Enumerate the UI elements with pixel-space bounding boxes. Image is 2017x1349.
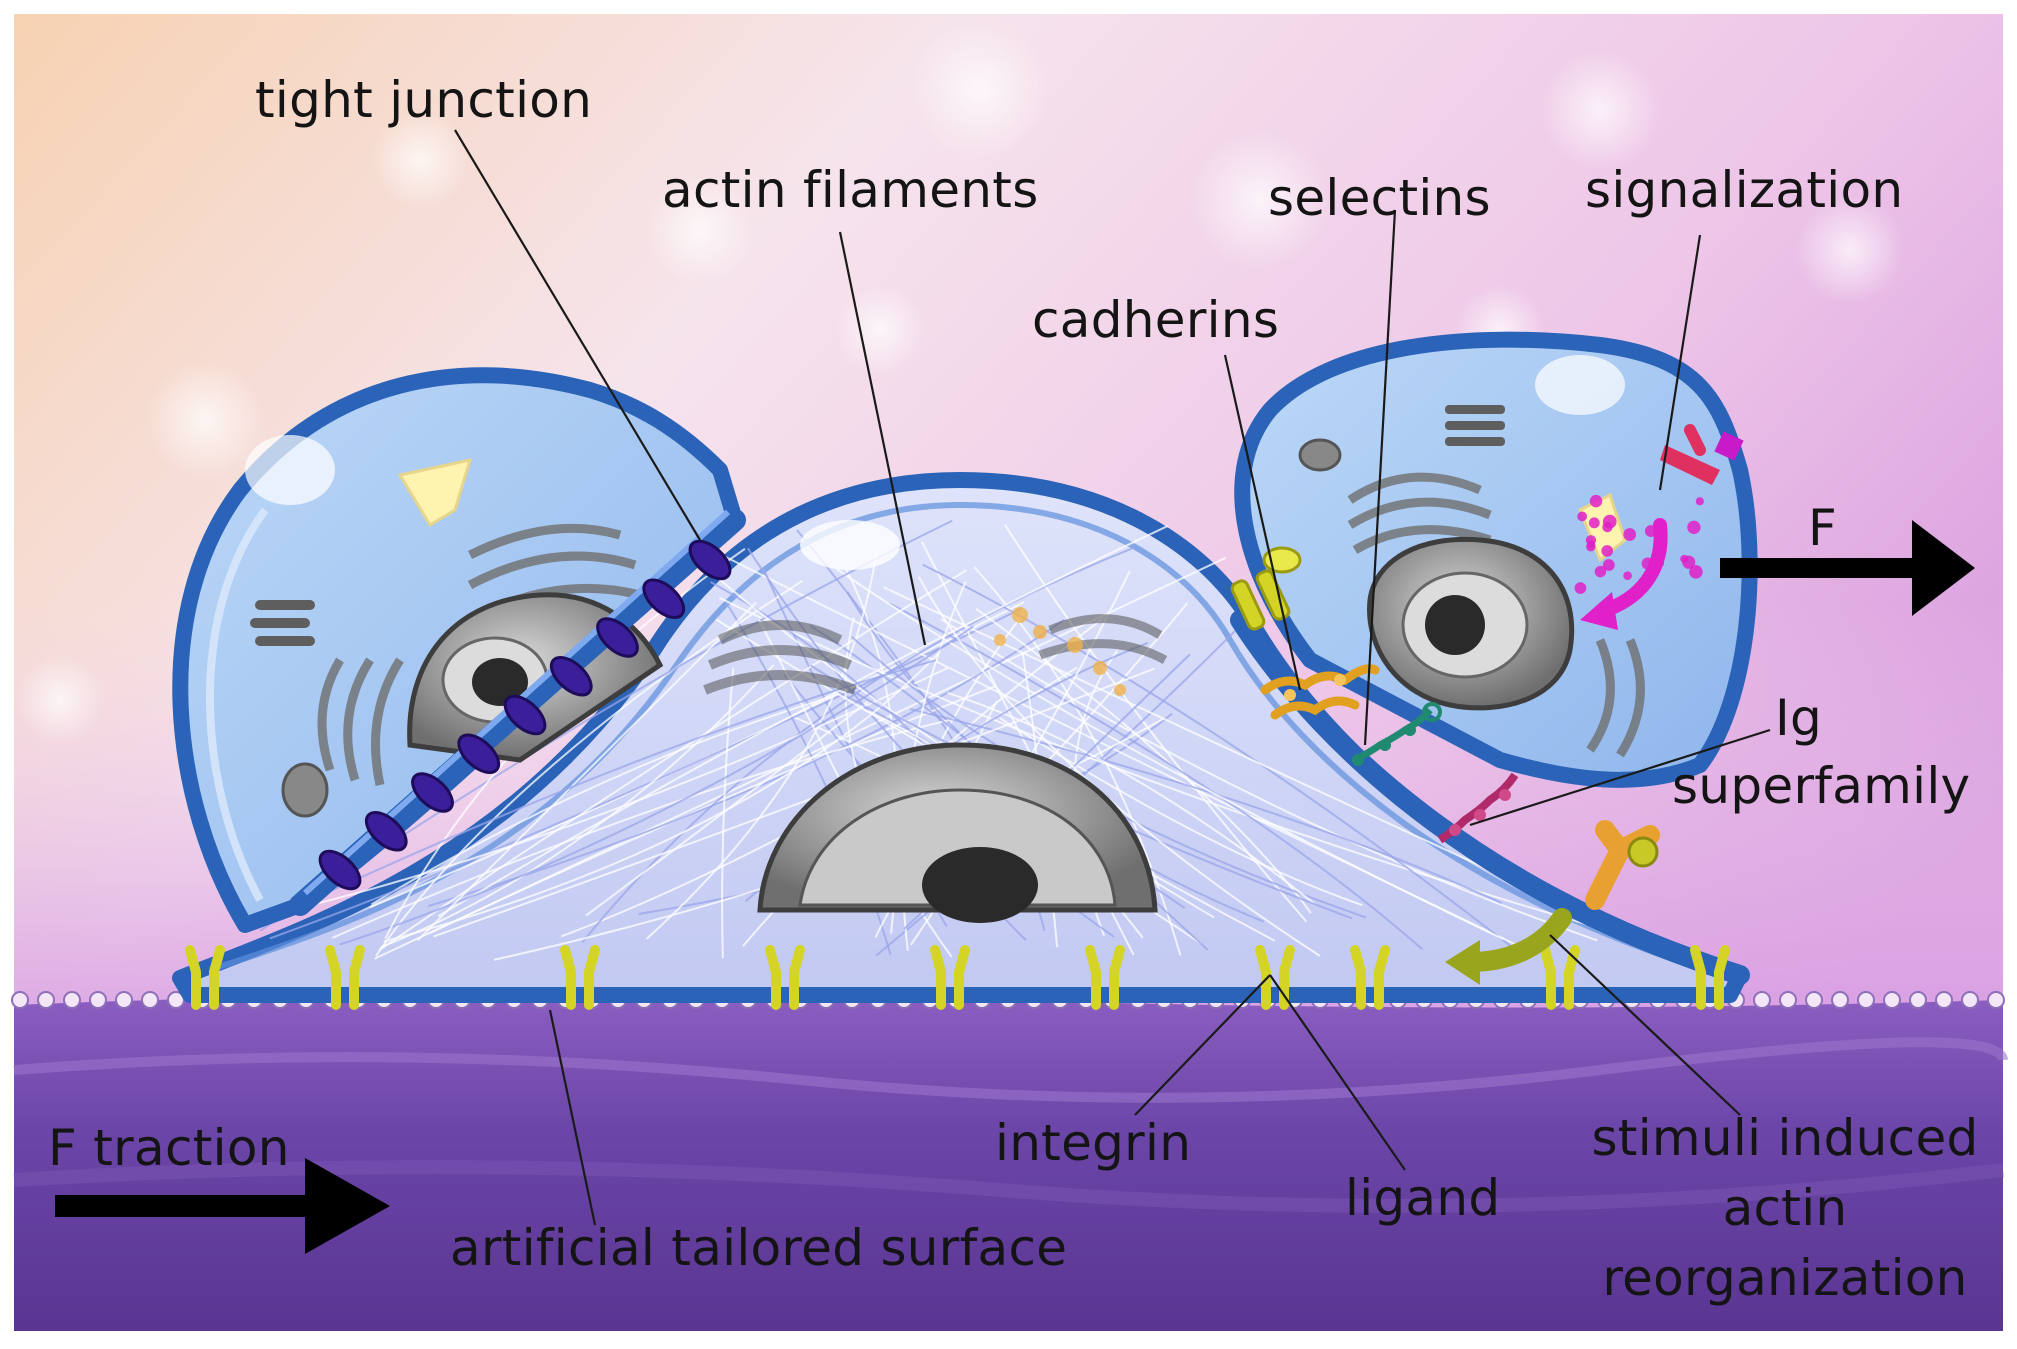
- spread-cell: [172, 472, 1748, 1003]
- golgi-stacks: [703, 614, 1168, 695]
- cadherins: [1260, 664, 1380, 720]
- leader-lines: [454, 129, 1771, 1226]
- integrins: [185, 945, 1730, 1010]
- stimulus-receptor: [1585, 820, 1660, 910]
- golgi-right: [1347, 472, 1645, 758]
- label-surface: artificial tailored surface: [450, 1219, 1068, 1277]
- label-stimuli-2: actin: [1722, 1179, 1848, 1237]
- selectins: [1352, 702, 1442, 766]
- force-arrow: [1720, 520, 1975, 616]
- label-selectins: selectins: [1268, 169, 1491, 227]
- label-f-traction: F traction: [48, 1119, 290, 1177]
- label-tight-junction: tight junction: [255, 71, 593, 129]
- label-stimuli-3: reorganization: [1602, 1249, 1968, 1307]
- stimulus-arrow: [1460, 908, 1572, 972]
- label-actin-filaments: actin filaments: [662, 161, 1039, 219]
- label-integrin: integrin: [995, 1114, 1192, 1172]
- tight-junctions: [318, 539, 732, 891]
- label-ig: Ig: [1775, 689, 1823, 747]
- er-left: [250, 600, 329, 818]
- ig-superfamily: [1437, 772, 1519, 844]
- label-cadherins: cadherins: [1032, 291, 1280, 349]
- signalization: [1574, 424, 1744, 630]
- label-force: F: [1808, 499, 1838, 557]
- label-signalization: signalization: [1585, 161, 1904, 219]
- label-ligand: ligand: [1345, 1169, 1501, 1227]
- golgi-left: [317, 523, 642, 786]
- label-stimuli-1: stimuli induced: [1591, 1109, 1979, 1167]
- traction-arrow: [55, 1158, 390, 1254]
- label-superfamily: superfamily: [1672, 757, 1971, 815]
